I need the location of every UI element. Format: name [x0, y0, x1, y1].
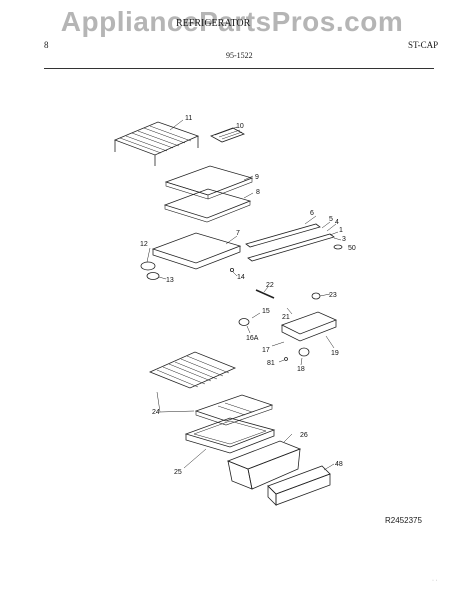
- label-13: 13: [166, 277, 174, 284]
- part-18-socket: [278, 347, 310, 366]
- label-23: 23: [329, 292, 337, 299]
- label-1: 1: [339, 227, 343, 234]
- part-10-grate: [210, 126, 245, 143]
- part-24-shelf-upper: [148, 351, 237, 389]
- header-divider: [44, 68, 434, 69]
- label-21: 21: [282, 314, 290, 321]
- part-11-wire-shelf: [113, 119, 200, 166]
- label-4: 4: [335, 219, 339, 226]
- label-50: 50: [348, 245, 356, 252]
- drawing-code: R2452375: [385, 516, 422, 525]
- part-9-cover: [164, 165, 254, 200]
- part-24-shelf-lower: [156, 391, 274, 426]
- label-5: 5: [329, 216, 333, 223]
- label-14: 14: [237, 274, 245, 281]
- label-48: 48: [335, 461, 343, 468]
- part-14-screw: [229, 267, 238, 277]
- part-17-housing: [271, 307, 338, 349]
- part-48-drawer-front: [267, 463, 335, 506]
- part-25-crisper-cover: [183, 417, 276, 469]
- label-6: 6: [310, 210, 314, 217]
- label-8: 8: [256, 189, 260, 196]
- label-19: 19: [331, 350, 339, 357]
- label-16a: 16A: [246, 335, 259, 342]
- part-12-13-control: [140, 247, 167, 280]
- page-title: REFRIGERATOR: [176, 18, 251, 29]
- label-12: 12: [140, 241, 148, 248]
- label-18: 18: [297, 366, 305, 373]
- model-code: ST-CAP: [408, 40, 439, 50]
- part-8-panel: [163, 188, 254, 223]
- label-7: 7: [236, 230, 240, 237]
- label-25: 25: [174, 469, 182, 476]
- label-17: 17: [262, 347, 270, 354]
- scan-marks: · ·: [432, 578, 438, 584]
- label-22: 22: [266, 282, 274, 289]
- part-26-crisper-drawer: [226, 433, 302, 490]
- label-26: 26: [300, 432, 308, 439]
- part-15-16a-bulb: [238, 312, 261, 334]
- part-23-fitting: [311, 292, 331, 300]
- part-6-rails: [245, 215, 343, 262]
- part-22-tube: [255, 286, 275, 299]
- doc-number: 95-1522: [226, 51, 253, 60]
- label-3: 3: [342, 236, 346, 243]
- part-7-tray: [151, 232, 242, 270]
- label-10: 10: [236, 123, 244, 130]
- watermark: AppliancePartsPros.com: [60, 6, 404, 37]
- label-81: 81: [267, 360, 275, 367]
- label-24: 24: [152, 409, 160, 416]
- label-11: 11: [185, 115, 192, 122]
- page-number: 8: [44, 40, 49, 50]
- label-9: 9: [255, 174, 259, 181]
- label-15: 15: [262, 308, 270, 315]
